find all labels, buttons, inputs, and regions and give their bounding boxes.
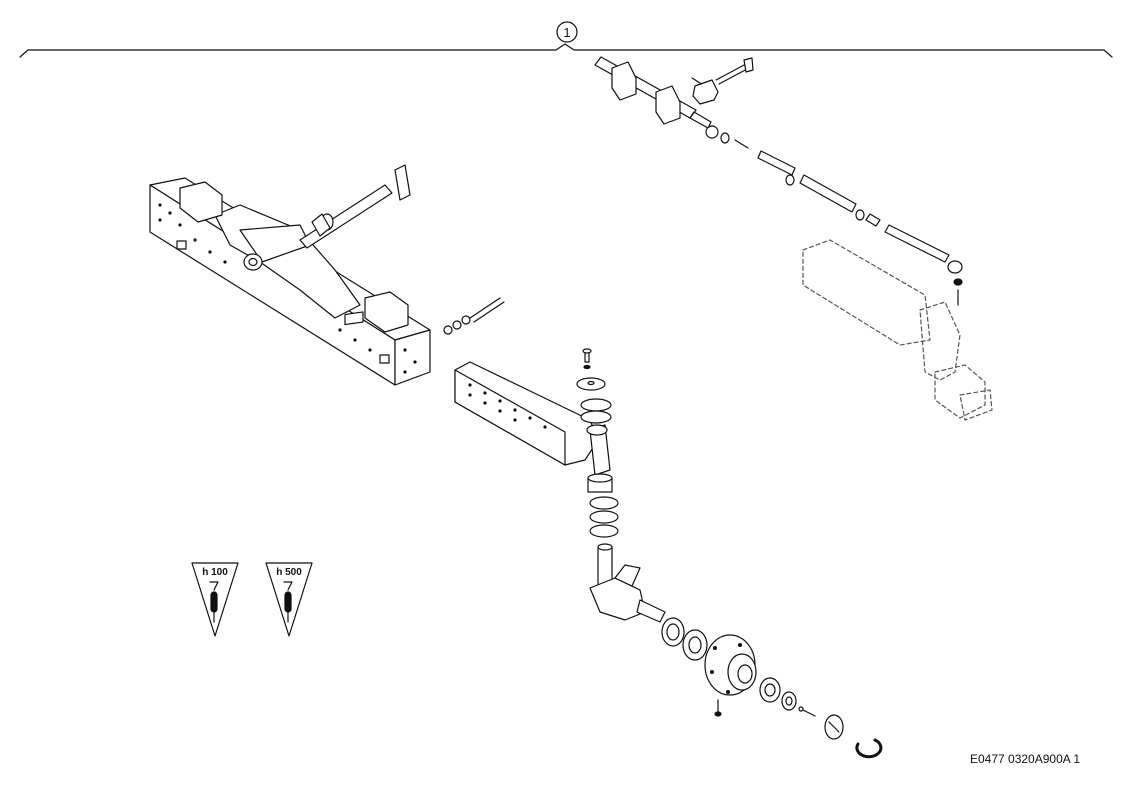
axle-extension[interactable] [454,361,611,476]
kingpin-bolt[interactable] [582,348,592,370]
tie-rod[interactable] [757,150,963,306]
assembly-brace [19,43,1113,58]
lower-seal-rings[interactable] [589,496,619,538]
pivot-pin[interactable] [299,164,411,249]
wheel-hub[interactable] [704,634,757,696]
kingpin-bushing[interactable] [587,473,613,493]
grease-gun-icon [283,581,293,623]
steering-knuckle[interactable] [589,543,666,623]
outer-bearing[interactable] [759,677,781,703]
hub-cap[interactable] [824,714,844,740]
identification-plate [344,311,364,326]
lubrication-interval-100h: h 100 [191,562,239,637]
grease-gun-icon [209,581,219,623]
rod-nut[interactable] [705,125,749,149]
inner-bearing[interactable] [682,629,708,661]
mounting-bolt[interactable] [443,297,505,335]
lube-interval-text: h 500 [276,567,302,578]
callout-number: 1 [563,25,570,40]
steering-cylinder[interactable] [594,56,712,129]
callout-marker[interactable]: 1 [556,21,578,43]
lube-interval-text: h 100 [202,567,228,578]
wheel-stud[interactable] [714,699,722,717]
cotter-pin[interactable] [798,706,816,717]
lubrication-interval-500h: h 500 [265,562,313,637]
upper-seal-rings[interactable] [580,398,612,424]
kingpin-cap[interactable] [576,377,606,391]
cylinder-mount-bolt[interactable] [691,57,754,89]
hub-nut[interactable] [781,691,797,711]
drawing-code: E0477 0320A900A 1 [970,752,1081,766]
front-axle-beam[interactable] [149,177,431,386]
retaining-ring[interactable] [855,738,883,759]
phantom-axle-reference [802,239,993,421]
cylinder-bracket[interactable] [692,79,719,105]
oil-seal[interactable] [661,617,685,647]
